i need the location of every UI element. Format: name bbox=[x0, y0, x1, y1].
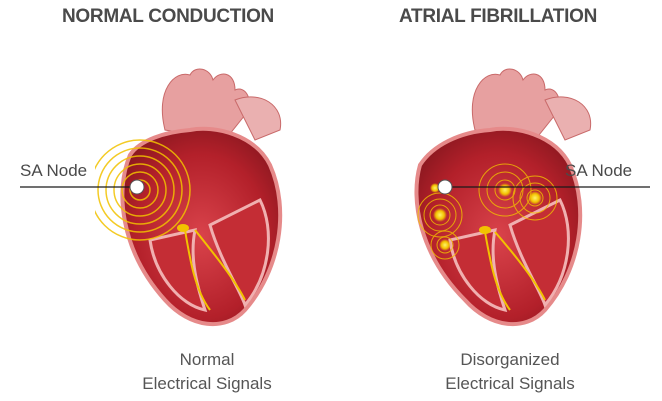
caption-normal: Normal Electrical Signals bbox=[97, 348, 317, 396]
caption-normal-line2: Electrical Signals bbox=[97, 372, 317, 396]
caption-normal-line1: Normal bbox=[97, 348, 317, 372]
sa-node-marker-right bbox=[438, 180, 452, 194]
sa-node-label-right: SA Node bbox=[565, 161, 632, 181]
sa-node-label-left: SA Node bbox=[20, 161, 87, 181]
caption-afib: Disorganized Electrical Signals bbox=[400, 348, 620, 396]
caption-afib-line2: Electrical Signals bbox=[400, 372, 620, 396]
caption-afib-line1: Disorganized bbox=[400, 348, 620, 372]
sa-node-marker-left bbox=[130, 180, 144, 194]
